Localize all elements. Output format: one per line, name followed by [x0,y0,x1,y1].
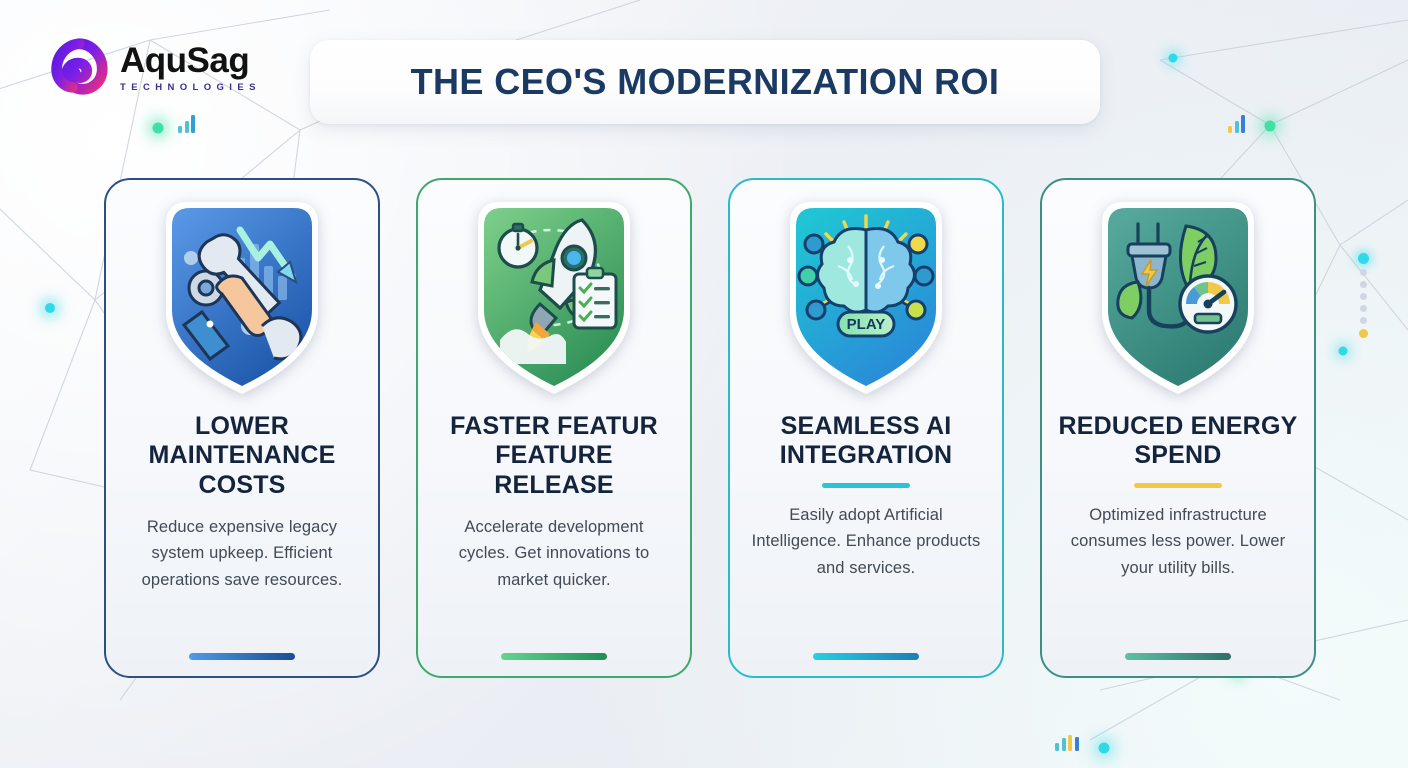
icon-badge-wrapper [1094,200,1262,396]
benefit-card-lower-maintenance-costs[interactable]: LOWER MAINTENANCE COSTS Reduce expensive… [104,178,380,678]
icon-badge-wrapper [470,200,638,396]
plug-leaf-gauge-shield-icon [1102,202,1254,394]
icon-badge-wrapper [158,200,326,396]
rocket-stopwatch-checklist-shield-icon [478,202,630,394]
card-description: Reduce expensive legacy system upkeep. E… [141,517,343,590]
card-accent-bar [813,653,919,660]
bar-chart-glyph-bottom [1055,735,1079,751]
card-description: Easily adopt Artificial Intelligence. En… [751,505,981,577]
card-accent-bar [1125,653,1231,660]
network-node-green-topright [1264,120,1276,132]
brain-network-nodes-shield-icon: PLAY [790,202,942,394]
card-title: SEAMLESS AI INTEGRATION [779,412,953,470]
network-node-cyan-bottom [1098,742,1110,754]
card-description: Accelerate development cycles. Get innov… [458,517,650,590]
page-title: THE CEO'S MODERNIZATION ROI [410,61,1000,102]
card-title: FASTER FEATUR FEATURE RELEASE [450,412,658,499]
network-node-cyan-left [45,303,55,313]
aqusag-loop-logo-icon [51,38,108,95]
brand-tagline: TECHNOLOGIES [120,82,261,94]
network-node-green-left [152,122,164,134]
benefit-card-seamless-ai-integration[interactable]: PLAY SEAMLESS AI INTEGRATION Easily adop… [728,178,1004,678]
card-description: Optimized infrastructure consumes less p… [1070,505,1286,577]
bar-chart-glyph-topright [1228,115,1245,133]
brand-name: AquSag [120,41,250,81]
benefit-card-row: LOWER MAINTENANCE COSTS Reduce expensive… [104,178,1316,678]
card-title: LOWER MAINTENANCE COSTS [148,412,336,499]
network-node-cyan-right [1338,346,1348,356]
icon-badge-wrapper: PLAY [782,200,950,396]
card-accent-bar [501,653,607,660]
network-node-cyan-topright [1168,53,1178,63]
wrench-gears-declining-chart-shield-icon [166,202,318,394]
benefit-card-reduced-energy-spend[interactable]: REDUCED ENERGY SPEND Optimized infrastru… [1040,178,1316,678]
page-title-bar: THE CEO'S MODERNIZATION ROI [310,40,1100,124]
card-title: REDUCED ENERGY SPEND [1058,412,1298,470]
dotted-accent-column [1358,253,1369,338]
card-title-divider [1134,482,1222,488]
card-accent-bar [189,653,295,660]
benefit-card-faster-feature-release[interactable]: FASTER FEATUR FEATURE RELEASE Accelerate… [416,178,692,678]
bar-chart-glyph-left [178,115,195,133]
card-title-divider [822,482,910,488]
brand-logo: AquSag TECHNOLOGIES [48,36,261,98]
svg-text:PLAY: PLAY [847,316,886,333]
